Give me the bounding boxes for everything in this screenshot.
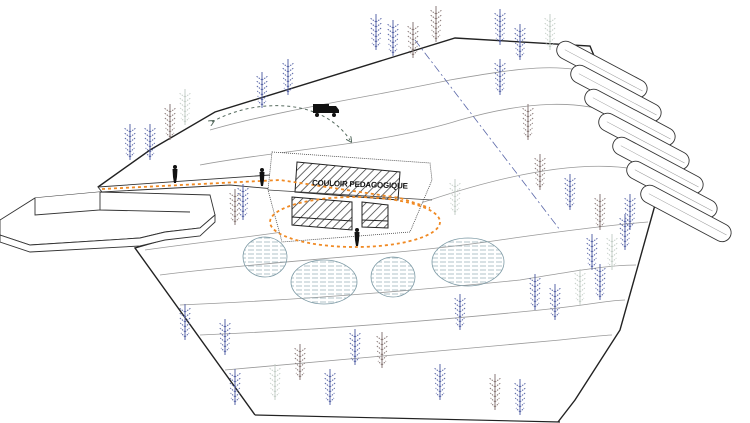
tree-icon: [348, 329, 362, 365]
tree-icon: [623, 194, 637, 230]
tree-icon: [163, 104, 177, 140]
tree-icon: [429, 6, 443, 42]
tree-icon: [323, 369, 337, 405]
truck-icon: [313, 104, 339, 117]
tree-icon: [268, 364, 282, 400]
vehicle-route-arrow: [212, 105, 350, 140]
greenhouses: [556, 40, 732, 243]
trees: [123, 6, 637, 415]
pond: [370, 256, 416, 298]
tree-icon: [255, 72, 269, 108]
tree-icon: [236, 184, 250, 220]
tree-icon: [448, 179, 462, 215]
tree-icon: [178, 89, 192, 125]
people: [172, 165, 360, 246]
tree-icon: [386, 20, 400, 56]
tree-icon: [585, 234, 599, 270]
person-icon: [354, 228, 360, 246]
pedestrian-route: [101, 179, 441, 248]
tree-icon: [548, 284, 562, 320]
tree-icon: [293, 344, 307, 380]
tree-icon: [281, 59, 295, 95]
tree-icon: [513, 379, 527, 415]
tree-icon: [493, 9, 507, 45]
tree-icon: [533, 154, 547, 190]
tree-icon: [488, 374, 502, 410]
tree-icon: [453, 294, 467, 330]
person-icon: [259, 168, 265, 186]
tree-icon: [433, 364, 447, 400]
tree-icon: [375, 332, 389, 368]
axis-line: [414, 39, 561, 231]
pond: [242, 236, 288, 278]
tree-icon: [573, 269, 587, 305]
tree-icon: [228, 369, 242, 405]
tree-icon: [228, 189, 242, 225]
pond: [290, 259, 358, 305]
tree-icon: [218, 319, 232, 355]
site-boundary-bottom: [254, 414, 561, 423]
building: [267, 151, 433, 243]
tree-icon: [618, 214, 632, 250]
greenhouse: [640, 184, 732, 243]
tree-icon: [593, 194, 607, 230]
ponds: [242, 236, 505, 305]
tree-icon: [143, 124, 157, 160]
tree-icon: [521, 104, 535, 140]
tree-icon: [123, 124, 137, 160]
tree-icon: [593, 264, 607, 300]
tree-icon: [605, 234, 619, 270]
greenhouse: [626, 160, 718, 219]
tree-icon: [513, 24, 527, 60]
tree-icon: [563, 174, 577, 210]
tree-icon: [178, 304, 192, 340]
person-icon: [172, 165, 178, 183]
walkway: [97, 174, 287, 193]
tree-icon: [543, 14, 557, 50]
tree-icon: [406, 22, 420, 58]
tree-icon: [369, 14, 383, 50]
tree-icon: [493, 59, 507, 95]
pond: [431, 237, 505, 287]
tree-icon: [528, 274, 542, 310]
existing-building: [0, 191, 216, 253]
